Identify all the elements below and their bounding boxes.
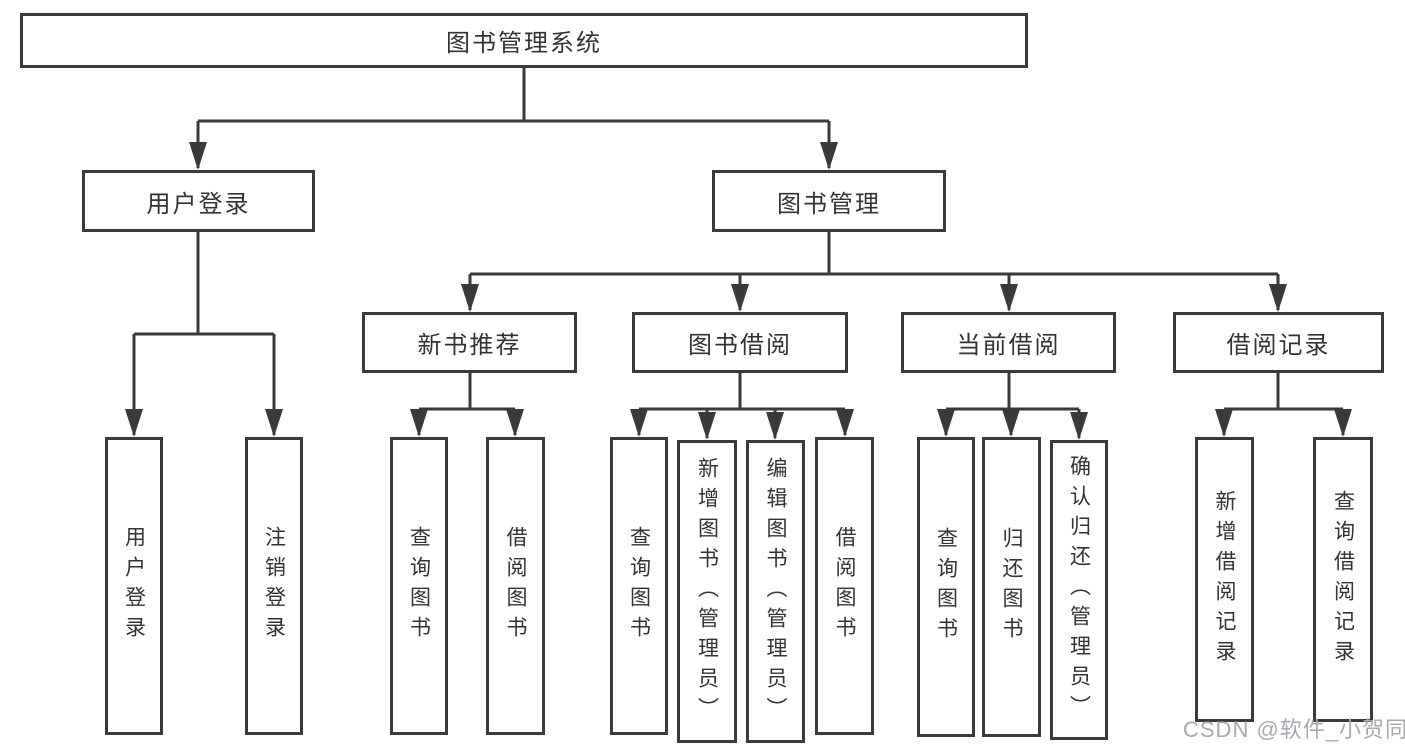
arrow-down-icon — [820, 142, 838, 170]
leaf-logout: 注销登录 — [245, 437, 303, 735]
node-label: 借阅记录 — [1226, 332, 1331, 359]
node-label: 注销登录 — [262, 526, 286, 646]
node-user-login: 用户登录 — [82, 170, 315, 232]
connector-records-to-leaves — [1222, 373, 1345, 435]
node-label: 查询图书 — [407, 526, 431, 646]
node-current-borrow: 当前借阅 — [901, 312, 1116, 373]
node-label: 图书借阅 — [688, 332, 792, 359]
connector-root-to-level2 — [196, 68, 831, 168]
csdn-watermark: CSDN @软件_小贺同学 — [1183, 717, 1405, 742]
node-label: 图书管理系统 — [446, 30, 602, 57]
node-label: 借阅图书 — [833, 526, 856, 646]
arrow-down-icon — [1334, 409, 1352, 437]
leaf-add-book-admin: 新增图书（管理员） — [677, 440, 737, 743]
connector-bookborrow-to-leaves — [637, 373, 847, 438]
node-root-library-system: 图书管理系统 — [20, 13, 1028, 68]
arrow-down-icon — [630, 409, 648, 437]
leaf-query-borrow-record: 查询借阅记录 — [1313, 437, 1373, 722]
arrow-down-icon — [766, 412, 784, 440]
node-label: 用户登录 — [146, 190, 251, 218]
arrow-down-icon — [1070, 412, 1088, 440]
arrow-down-icon — [506, 409, 524, 437]
arrow-down-icon — [461, 284, 479, 312]
leaf-query-book-3: 查询图书 — [917, 437, 975, 737]
node-label: 新书推荐 — [417, 332, 522, 359]
leaf-borrow-book-2: 借阅图书 — [815, 437, 874, 735]
node-borrow-records: 借阅记录 — [1173, 312, 1384, 373]
node-label: 查询图书 — [627, 526, 651, 646]
node-label: 图书管理 — [777, 190, 881, 218]
node-new-book-recommend: 新书推荐 — [362, 312, 577, 373]
arrow-down-icon — [410, 409, 428, 437]
connector-userlogin-to-leaves — [132, 232, 276, 435]
leaf-user-login: 用户登录 — [105, 437, 163, 735]
node-label: 用户登录 — [122, 526, 146, 646]
arrow-down-icon — [731, 284, 749, 312]
arrow-down-icon — [1002, 409, 1020, 437]
node-label: 新增图书（管理员） — [695, 456, 719, 727]
connector-bookmgmt-to-level3 — [468, 232, 1280, 310]
leaf-confirm-return-admin: 确认归还（管理员） — [1050, 440, 1108, 740]
node-label: 编辑图书（管理员） — [764, 456, 787, 727]
leaf-borrow-book-1: 借阅图书 — [486, 437, 545, 735]
node-label: 确认归还（管理员） — [1067, 455, 1091, 725]
leaf-query-book-1: 查询图书 — [390, 437, 448, 735]
arrow-down-icon — [836, 409, 854, 437]
node-label: 当前借阅 — [956, 332, 1061, 359]
arrowheads — [125, 142, 1352, 440]
node-book-management: 图书管理 — [712, 170, 946, 232]
arrow-down-icon — [937, 409, 955, 437]
node-label: 查询借阅记录 — [1331, 489, 1355, 670]
connector-newbook-to-leaves — [417, 373, 517, 435]
arrow-down-icon — [698, 412, 716, 440]
leaf-return-book: 归还图书 — [982, 437, 1041, 737]
leaf-query-book-2: 查询图书 — [610, 437, 668, 735]
arrow-down-icon — [189, 142, 207, 170]
arrow-down-icon — [1000, 284, 1018, 312]
node-label: 归还图书 — [1000, 527, 1023, 647]
arrow-down-icon — [1269, 284, 1287, 312]
node-label: 查询图书 — [934, 527, 958, 647]
node-book-borrow: 图书借阅 — [632, 312, 848, 373]
leaf-edit-book-admin: 编辑图书（管理员） — [746, 440, 805, 743]
arrow-down-icon — [1215, 409, 1233, 437]
node-label: 借阅图书 — [504, 526, 527, 646]
node-label: 新增借阅记录 — [1213, 489, 1236, 670]
arrow-down-icon — [265, 409, 283, 437]
leaf-add-borrow-record: 新增借阅记录 — [1195, 437, 1254, 722]
arrow-down-icon — [125, 409, 143, 437]
